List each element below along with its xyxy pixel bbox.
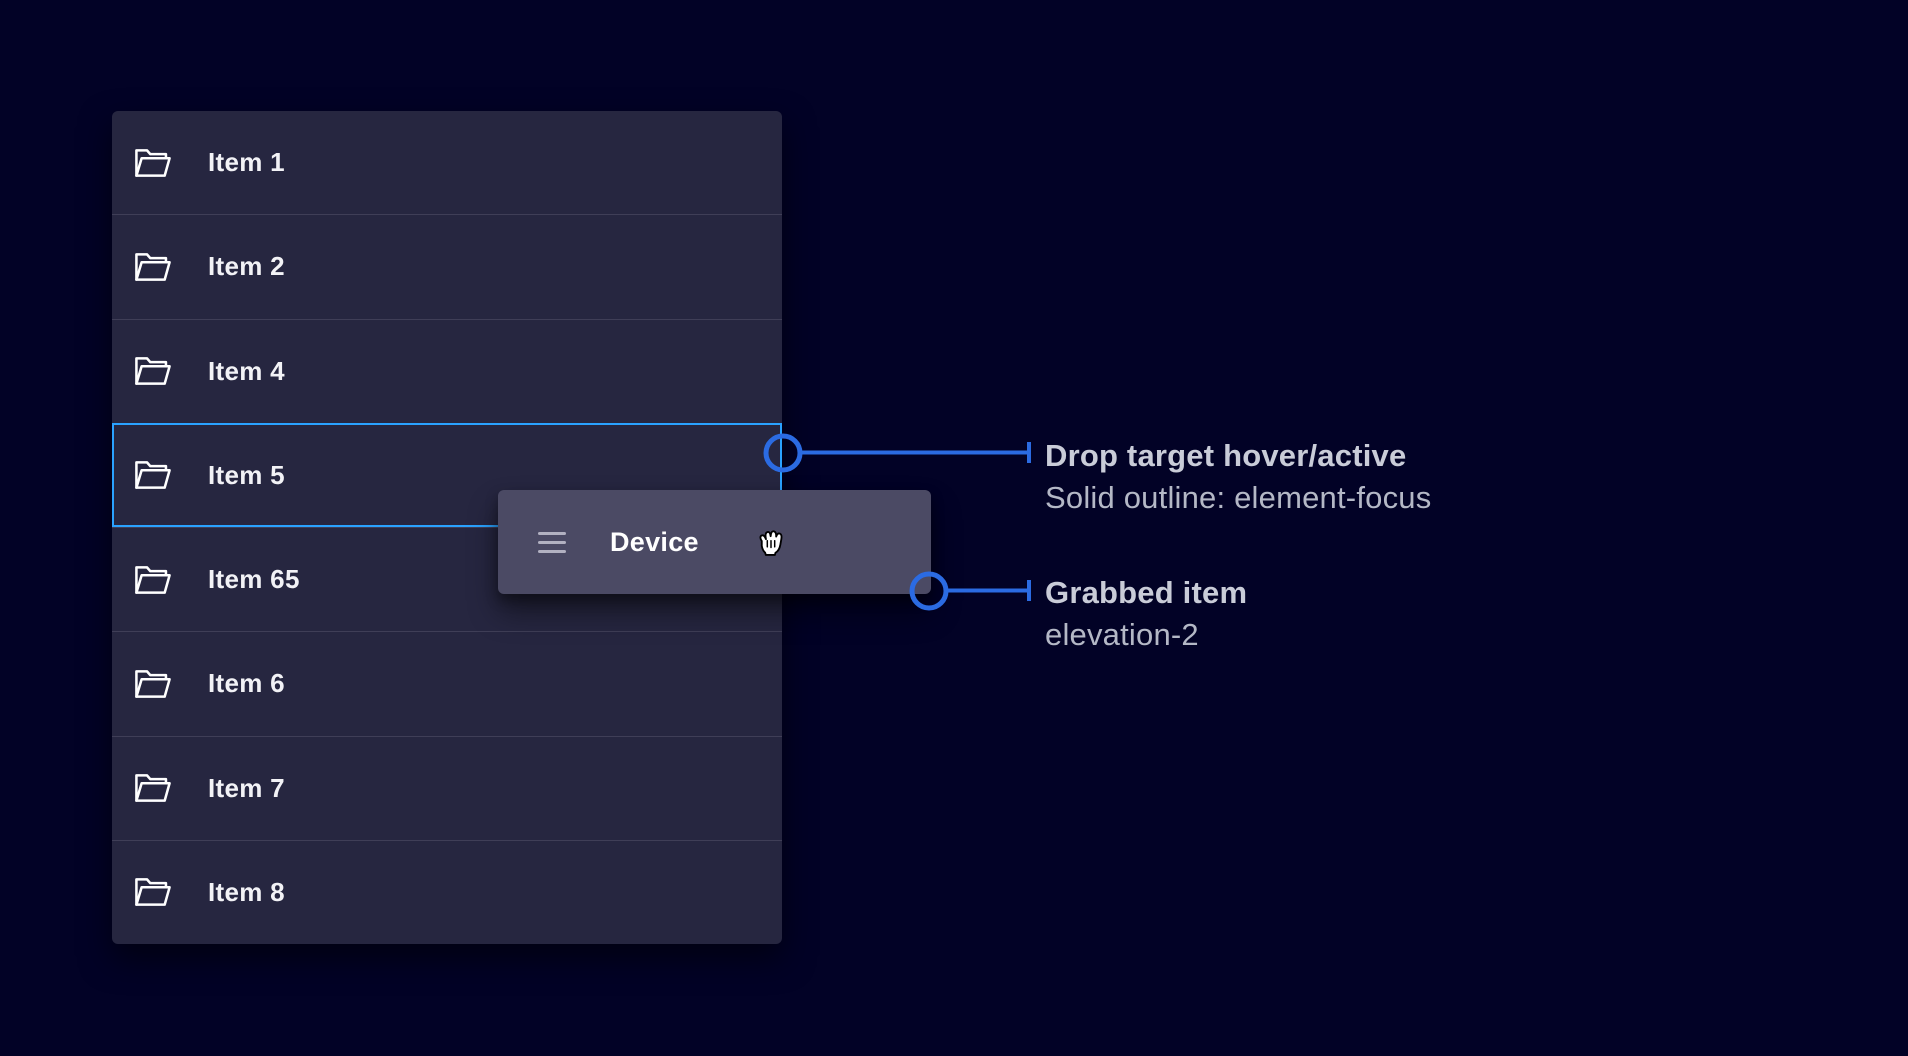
list-item-4[interactable]: Item 4 <box>112 318 782 423</box>
grabbing-hand-cursor-icon <box>759 530 783 556</box>
list-item-label: Item 5 <box>208 459 285 490</box>
list-item-6[interactable]: Item 6 <box>112 631 782 735</box>
callout-drop-target: Drop target hover/active Solid outline: … <box>1045 435 1431 519</box>
folder-open-icon <box>135 774 171 803</box>
list-item-label: Item 1 <box>208 147 285 178</box>
list-item-label: Item 4 <box>208 355 285 386</box>
folder-open-icon <box>135 357 171 386</box>
list-item-label: Item 2 <box>208 251 285 282</box>
folder-open-icon <box>135 669 171 698</box>
list-item-label: Item 6 <box>208 668 285 699</box>
drag-card-label: Device <box>610 526 699 557</box>
callout-title: Drop target hover/active <box>1045 438 1407 473</box>
callout-title: Grabbed item <box>1045 575 1248 610</box>
callout-subtitle: elevation-2 <box>1045 617 1199 652</box>
callout-subtitle: Solid outline: element-focus <box>1045 480 1432 515</box>
drag-handle-icon[interactable] <box>538 531 566 553</box>
list-item-label: Item 7 <box>208 772 285 803</box>
list-item-2[interactable]: Item 2 <box>112 214 782 318</box>
list-item-label: Item 65 <box>208 564 300 595</box>
list-item-5-drop-target[interactable]: Item 5 <box>112 422 782 527</box>
folder-open-icon <box>135 461 171 490</box>
folder-open-icon <box>135 565 171 594</box>
folder-open-icon <box>135 148 171 177</box>
folder-open-icon <box>135 878 171 907</box>
list-item-1[interactable]: Item 1 <box>112 111 782 214</box>
list-item-8[interactable]: Item 8 <box>112 839 782 944</box>
list-item-65[interactable]: Item 65 <box>112 527 782 631</box>
callout-grabbed-item: Grabbed item elevation-2 <box>1045 572 1247 656</box>
list-item-label: Item 8 <box>208 876 285 907</box>
folder-open-icon <box>135 252 171 281</box>
list-item-7[interactable]: Item 7 <box>112 735 782 840</box>
grabbed-device-card[interactable]: Device <box>498 490 931 594</box>
